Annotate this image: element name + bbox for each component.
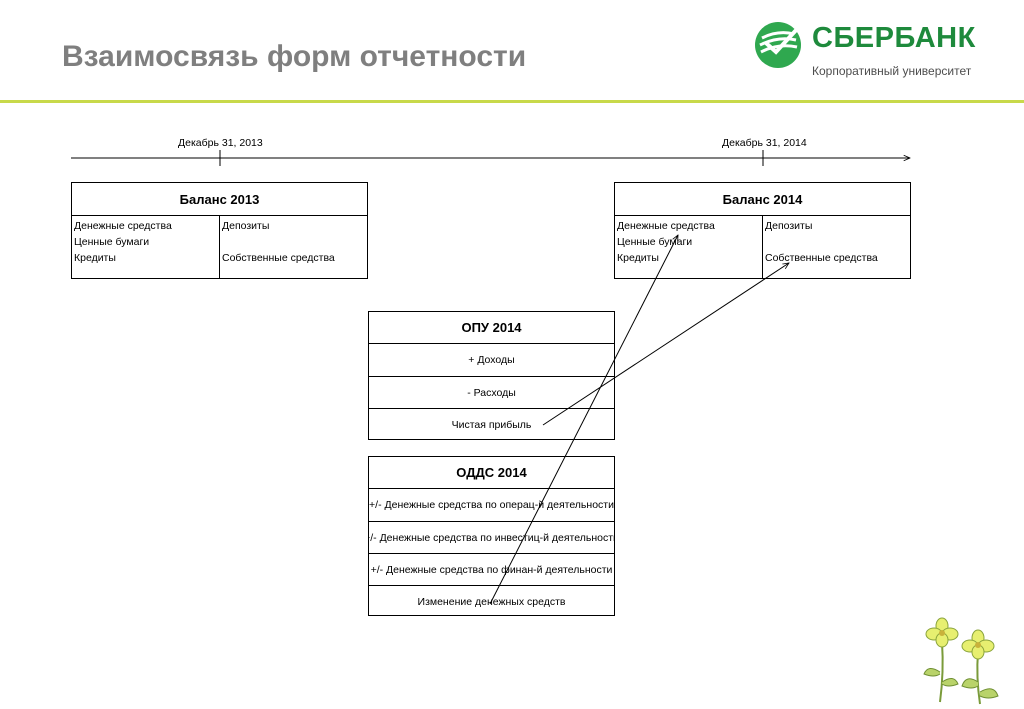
sberbank-logo-icon xyxy=(755,22,801,68)
balance-2014-asset-securities: Ценные бумаги xyxy=(617,236,693,248)
pnl-2014-title: ОПУ 2014 xyxy=(369,312,614,344)
timeline-end-label: Декабрь 31, 2014 xyxy=(722,137,807,149)
balance-2014-liab-deposits: Депозиты xyxy=(765,220,813,232)
balance-2013-liab-deposits: Депозиты xyxy=(222,220,270,232)
balance-2013-table: Баланс 2013 Денежные средства Ценные бум… xyxy=(71,182,368,279)
balance-2013-liab-empty xyxy=(222,234,365,250)
cashflow-2014-row-investing: +/- Денежные средства по инвестиц-й деят… xyxy=(369,521,614,553)
timeline-start-label: Декабрь 31, 2013 xyxy=(178,137,263,149)
balance-2014-liab-equity: Собственные средства xyxy=(765,252,878,264)
title-divider xyxy=(0,100,1024,103)
logo-wordmark: СБЕРБАНК xyxy=(812,22,976,54)
cashflow-2014-title: ОДДС 2014 xyxy=(369,457,614,489)
flowers-decoration-icon xyxy=(923,617,999,705)
balance-2013-assets: Денежные средства Ценные бумаги Кредиты xyxy=(72,216,219,279)
pnl-2014-table: ОПУ 2014 + Доходы - Расходы Чистая прибы… xyxy=(368,311,615,440)
balance-2013-title: Баланс 2013 xyxy=(72,183,367,216)
pnl-2014-row-net-profit: Чистая прибыль xyxy=(369,408,614,440)
balance-2014-liab-empty xyxy=(765,234,908,250)
cashflow-2014-row-financing: +/- Денежные средства по финан-й деятель… xyxy=(369,553,614,585)
balance-2014-table: Баланс 2014 Денежные средства Ценные бум… xyxy=(614,182,911,279)
cashflow-2014-row-operating: +/- Денежные средства по операц-й деятел… xyxy=(369,499,614,511)
balance-2013-asset-securities: Ценные бумаги xyxy=(74,236,150,248)
pnl-2014-row-expenses: - Расходы xyxy=(369,376,614,408)
balance-2014-asset-cash: Денежные средства xyxy=(617,220,715,232)
balance-2013-asset-cash: Денежные средства xyxy=(74,220,172,232)
balance-2013-liab-equity: Собственные средства xyxy=(222,252,335,264)
logo-subtitle: Корпоративный университет xyxy=(812,64,972,78)
balance-2014-assets: Денежные средства Ценные бумаги Кредиты xyxy=(615,216,762,279)
cashflow-2014-row-cash-change: Изменение денежных средств xyxy=(369,585,614,617)
balance-2014-liabilities: Депозиты Собственные средства xyxy=(762,216,910,279)
balance-2013-asset-loans: Кредиты xyxy=(74,252,116,264)
balance-2013-liabilities: Депозиты Собственные средства xyxy=(219,216,367,279)
balance-2014-title: Баланс 2014 xyxy=(615,183,910,216)
pnl-2014-row-income: + Доходы xyxy=(468,354,515,366)
page-title: Взаимосвязь форм отчетности xyxy=(62,40,527,73)
cashflow-2014-table: ОДДС 2014 +/- Денежные средства по опера… xyxy=(368,456,615,616)
balance-2014-asset-loans: Кредиты xyxy=(617,252,659,264)
